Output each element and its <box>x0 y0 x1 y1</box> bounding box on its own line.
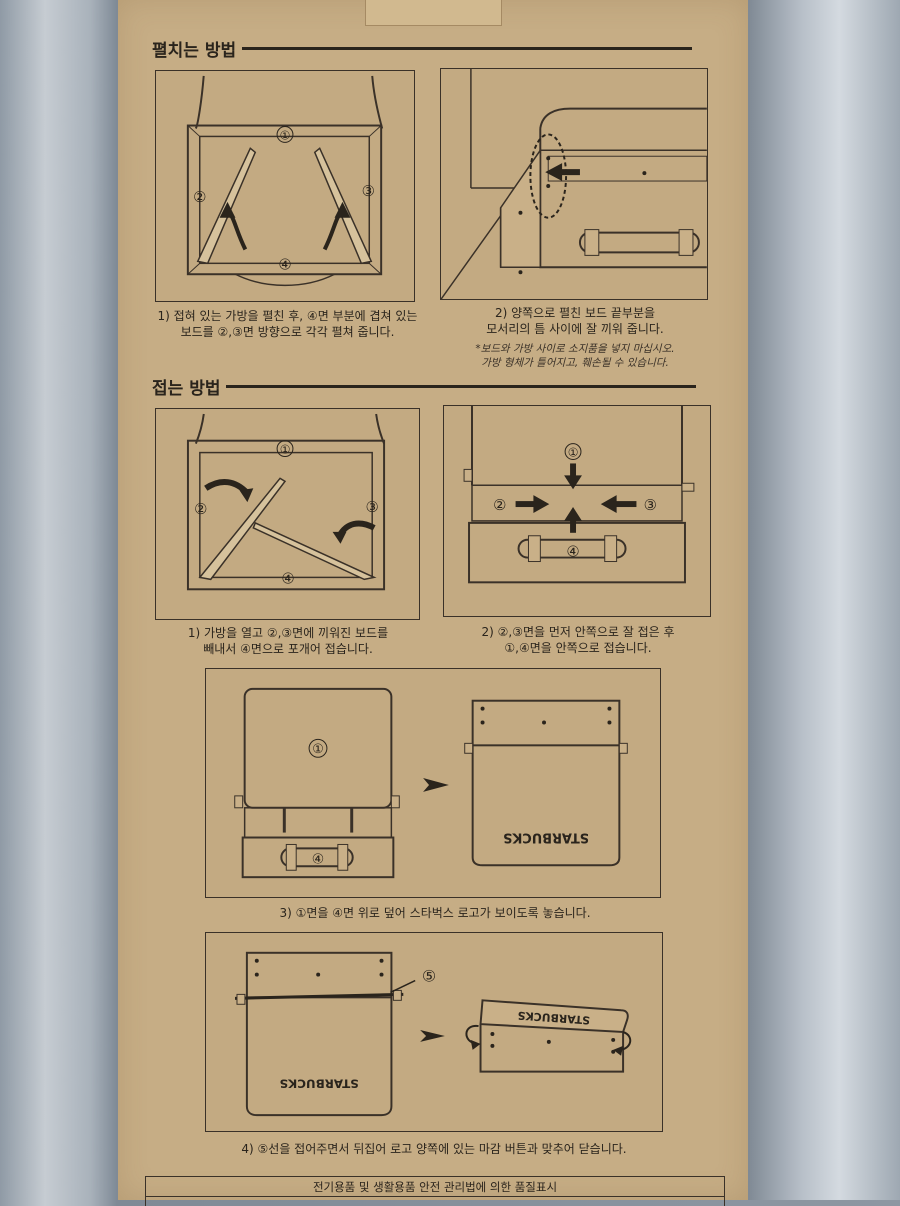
caption-line: 1) 가방을 열고 ②,③면에 끼워진 보드를 <box>187 626 389 640</box>
marker-4: ④ <box>312 851 324 867</box>
marker-2: ② <box>193 188 206 206</box>
fold-step4-caption: 4) ⑤선을 접어주면서 뒤집어 로고 양쪽에 있는 마감 버튼과 맞추어 닫습… <box>200 1141 668 1157</box>
fold-step3-caption: 3) ①면을 ④면 위로 덮어 스타벅스 로고가 보이도록 놓습니다. <box>205 905 665 921</box>
starbucks-logo: STARBUCKS <box>503 830 589 845</box>
marker-3: ③ <box>362 182 375 200</box>
unfold-step1-illustration: ① ② ③ ④ <box>155 70 415 302</box>
fold-step2-caption: 2) ②,③면을 먼저 안쪽으로 잘 접은 후 ①,④면을 안쪽으로 접습니다. <box>443 624 713 656</box>
starbucks-logo: STARBUCKS <box>517 1009 590 1027</box>
unfold-step2-illustration <box>440 68 708 300</box>
marker-1: ① <box>280 128 291 142</box>
marker-4: ④ <box>281 569 294 587</box>
title-rule <box>226 385 697 388</box>
marker-1: ① <box>280 443 291 457</box>
caption-line: 2) 양쪽으로 펼친 보드 끝부분을 <box>494 306 656 320</box>
box-tab <box>365 0 502 26</box>
quality-label-box: 전기용품 및 생활용품 안전 관리법에 의한 품질표시 <box>145 1176 725 1206</box>
marker-4: ④ <box>566 543 579 561</box>
fold-step1-drawing: ① ② ③ ④ <box>186 413 386 591</box>
caption-line: 3) ①면을 ④면 위로 덮어 스타벅스 로고가 보이도록 놓습니다. <box>279 906 591 920</box>
title-rule <box>242 47 693 50</box>
marker-4: ④ <box>278 255 291 273</box>
unfold-step2-caption: 2) 양쪽으로 펼친 보드 끝부분을 모서리의 틈 사이에 잘 끼워 줍니다. <box>445 305 705 337</box>
fold-title-text: 접는 방법 <box>152 379 221 399</box>
fold-step1-illustration: ① ② ③ ④ <box>155 408 420 620</box>
note-line: 가방 형체가 틀어지고, 훼손될 수 있습니다. <box>481 357 669 369</box>
note-line: *보드와 가방 사이로 소지품을 넣지 마십시오. <box>475 343 675 355</box>
starbucks-logo: STARBUCKS <box>280 1077 359 1091</box>
unfold-step1-drawing: ① ② ③ ④ <box>186 75 384 287</box>
caption-line: 4) ⑤선을 접어주면서 뒤집어 로고 양쪽에 있는 마감 버튼과 맞추어 닫습… <box>241 1142 627 1156</box>
fold-step2-drawing: ① ② ③ ④ <box>463 406 695 584</box>
fold-section-title: 접는 방법 <box>152 374 697 399</box>
quality-label-text: 전기용품 및 생활용품 안전 관리법에 의한 품질표시 <box>312 1180 558 1194</box>
marker-1: ① <box>312 742 324 757</box>
fold-step4-drawing: ⑤ STARBUCKS STARBUCKS <box>234 951 632 1117</box>
unfold-title-text: 펼치는 방법 <box>152 41 237 61</box>
caption-line: 보드를 ②,③면 방향으로 각각 펼쳐 줍니다. <box>180 325 395 339</box>
marker-3: ③ <box>366 498 379 516</box>
caption-line: 빼내서 ④면으로 포개어 접습니다. <box>203 642 373 656</box>
steel-background <box>748 0 900 1200</box>
marker-3: ③ <box>644 496 657 514</box>
fold-step4-illustration: ⑤ STARBUCKS STARBUCKS <box>205 932 663 1132</box>
fold-step1-caption: 1) 가방을 열고 ②,③면에 끼워진 보드를 빼내서 ④면으로 포개어 접습니… <box>148 625 428 657</box>
unfold-step1-caption: 1) 접혀 있는 가방을 펼친 후, ④면 부분에 겹쳐 있는 보드를 ②,③면… <box>140 308 435 340</box>
fold-step3-drawing: ① ④ STARBUCKS <box>234 687 628 879</box>
caption-line: 2) ②,③면을 먼저 안쪽으로 잘 접은 후 <box>481 625 675 639</box>
caption-line: 1) 접혀 있는 가방을 펼친 후, ④면 부분에 겹쳐 있는 <box>157 309 418 323</box>
unfold-warning-note: *보드와 가방 사이로 소지품을 넣지 마십시오. 가방 형체가 틀어지고, 훼… <box>445 342 705 370</box>
fold-step2-illustration: ① ② ③ ④ <box>443 405 711 617</box>
marker-2: ② <box>493 496 506 514</box>
fold-step3-illustration: ① ④ STARBUCKS <box>205 668 661 898</box>
caption-line: ①,④면을 안쪽으로 접습니다. <box>504 641 652 655</box>
marker-5: ⑤ <box>422 967 436 986</box>
unfold-step2-drawing <box>441 69 707 299</box>
unfold-section-title: 펼치는 방법 <box>152 36 693 61</box>
marker-1: ① <box>568 446 579 460</box>
quality-label-divider <box>146 1196 724 1197</box>
caption-line: 모서리의 틈 사이에 잘 끼워 줍니다. <box>486 322 664 336</box>
marker-2: ② <box>194 500 207 518</box>
